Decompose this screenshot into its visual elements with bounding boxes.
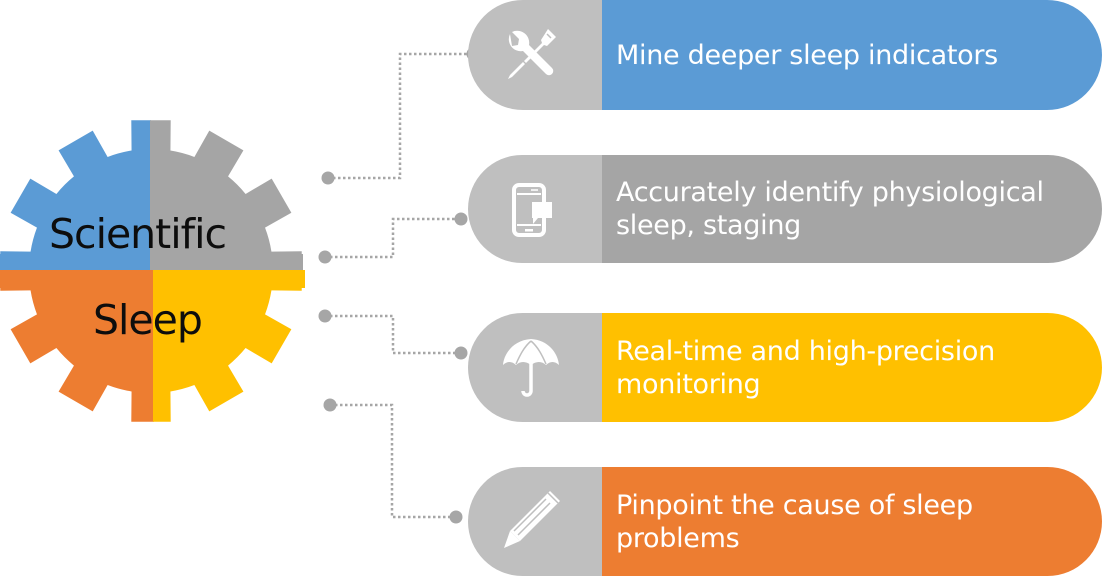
gear-quadrant-bottom-right bbox=[153, 270, 302, 422]
item-text-panel: Pinpoint the cause of sleep problems bbox=[602, 467, 1102, 576]
connector-2 bbox=[318, 212, 468, 264]
connector-3 bbox=[318, 309, 468, 360]
umbrella-icon bbox=[503, 339, 559, 397]
connector-end-dot bbox=[449, 510, 463, 524]
connector-1 bbox=[321, 47, 480, 185]
connector-start-dot bbox=[318, 250, 332, 264]
item-text-panel: Real-time and high-precision monitoring bbox=[602, 313, 1102, 422]
item-card-3: Real-time and high-precision monitoring bbox=[468, 313, 1102, 422]
item-text: Pinpoint the cause of sleep problems bbox=[616, 489, 973, 554]
gear-band-top-right bbox=[150, 254, 303, 271]
gear-quadrant-top-right bbox=[150, 120, 302, 271]
gear-label-top: Scientific bbox=[49, 210, 227, 258]
item-text: Mine deeper sleep indicators bbox=[616, 39, 998, 71]
item-text-panel: Mine deeper sleep indicators bbox=[602, 0, 1102, 110]
connector-start-dot bbox=[323, 398, 337, 412]
item-card-2: Accurately identify physiological sleep,… bbox=[468, 155, 1102, 263]
smartphone-message-icon bbox=[512, 183, 552, 237]
item-text: Real-time and high-precision monitoring bbox=[616, 335, 995, 400]
gear-band-bottom-right bbox=[153, 270, 305, 288]
gear-quadrant-top-left bbox=[0, 120, 151, 271]
gear-label-bottom: Sleep bbox=[93, 296, 203, 344]
item-card-4: Pinpoint the cause of sleep problems bbox=[468, 467, 1102, 576]
gear-quadrant-bottom-left bbox=[0, 270, 154, 422]
tools-icon bbox=[508, 29, 556, 79]
connector-end-dot bbox=[454, 212, 468, 226]
gear-graphic bbox=[0, 120, 305, 422]
connector-4 bbox=[323, 398, 463, 524]
item-text-panel: Accurately identify physiological sleep,… bbox=[602, 155, 1102, 263]
connector-end-dot bbox=[454, 346, 468, 360]
connector-start-dot bbox=[318, 309, 332, 323]
item-text: Accurately identify physiological sleep,… bbox=[616, 177, 1044, 241]
connector-start-dot bbox=[321, 171, 335, 185]
gear-band-top-left bbox=[0, 254, 151, 271]
item-card-1: Mine deeper sleep indicators bbox=[468, 0, 1102, 110]
pencil-icon bbox=[504, 491, 560, 548]
gear-band-bottom-left bbox=[0, 270, 154, 288]
